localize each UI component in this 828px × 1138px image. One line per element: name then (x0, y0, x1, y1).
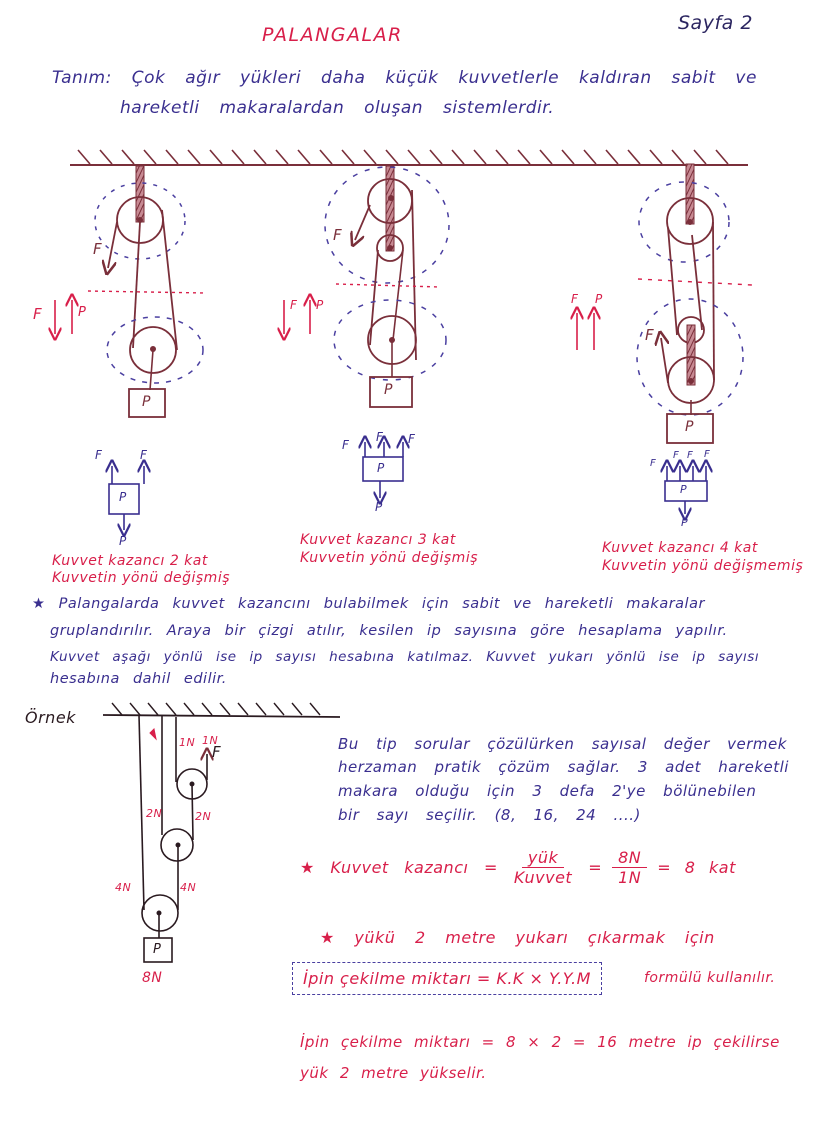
fbd-down-label: P (119, 534, 127, 548)
definition-line-2: hareketli makaralardan oluşan sistemlerd… (120, 98, 555, 118)
explanation-line-2: herzaman pratik çözüm sağlar. 3 adet har… (338, 758, 789, 776)
tension-label: 1N (179, 736, 196, 749)
fbd-force-label: F (650, 458, 657, 469)
side-force-label: F (290, 298, 298, 312)
lift-intro: ★ yükü 2 metre yukarı çıkarmak için (320, 928, 715, 947)
fbd-force-label: F (673, 450, 680, 461)
fraction-denominator: 1N (618, 868, 642, 887)
gain-result: = 8 kat (657, 858, 736, 877)
pulley-system-1 (55, 165, 206, 530)
pulley-system-2 (284, 165, 450, 498)
tension-label: 4N (180, 881, 197, 894)
page-number: Sayfa 2 (678, 12, 753, 34)
fraction-values: 8N 1N (612, 848, 648, 887)
fbd-down-label: P (681, 516, 689, 529)
example-load-value: 8N (142, 970, 163, 986)
force-label: F (93, 240, 103, 258)
fraction-load-over-force: yük Kuvvet (508, 848, 578, 887)
side-force-label: F (571, 292, 579, 306)
explanation-line-4: bir sayı seçilir. (8, 16, 24 ....) (338, 806, 641, 824)
tension-label: 2N (195, 810, 212, 823)
side-force-label: F (33, 305, 43, 323)
explanation-line-3: makara olduğu için 3 defa 2'ye bölünebil… (338, 782, 757, 800)
gain-formula-prefix: ★ Kuvvet kazancı = (300, 858, 498, 877)
fbd-force-label: F (687, 450, 694, 461)
result-line-2: yük 2 metre yükselir. (300, 1064, 487, 1082)
fraction-denominator: Kuvvet (513, 868, 573, 887)
fbd-force-label: F (408, 432, 416, 446)
gain-formula: ★ Kuvvet kazancı = yük Kuvvet = 8N 1N = … (300, 848, 736, 887)
rule-note-line-1: ★ Palangalarda kuvvet kazancını bulabilm… (32, 596, 705, 612)
boxed-formula-suffix: formülü kullanılır. (644, 970, 776, 986)
caption-line-1: Kuvvet kazancı 3 kat (300, 532, 456, 548)
example-load-label: P (153, 942, 162, 957)
rule-note-line-2: gruplandırılır. Araya bir çizgi atılır, … (50, 623, 728, 639)
caption-line-2: Kuvvetin yönü değişmiş (52, 570, 231, 586)
fbd-force-label: F (95, 448, 103, 462)
caption-line-2: Kuvvetin yönü değişmiş (300, 550, 479, 566)
fbd-force-label: F (376, 430, 384, 444)
fraction-numerator: 8N (612, 848, 648, 868)
tension-label: 4N (115, 881, 132, 894)
fbd-down-label: P (375, 500, 383, 514)
fbd-force-label: F (704, 449, 711, 460)
force-label: F (333, 226, 343, 244)
explanation-line-1: Bu tip sorular çözülürken sayısal değer … (338, 735, 787, 753)
example-pulley-system (102, 702, 341, 963)
force-label: F (645, 326, 655, 344)
boxed-formula: İpin çekilme miktarı = K.K × Y.Y.M (292, 962, 602, 995)
tension-label: 1N (202, 734, 219, 747)
rule-note-line-3: Kuvvet aşağı yönlü ise ip sayısı hesabın… (50, 649, 760, 665)
example-label: Örnek (25, 708, 76, 727)
fbd-box-label: P (119, 490, 127, 504)
caption-line-2: Kuvvetin yönü değişmemiş (602, 558, 804, 574)
fbd-box-label: P (377, 461, 385, 475)
side-load-label: P (316, 298, 324, 312)
pulley-system-3 (577, 163, 753, 514)
side-load-label: P (78, 305, 87, 320)
load-label: P (142, 394, 151, 410)
fbd-force-label: F (140, 448, 148, 462)
caption-line-1: Kuvvet kazancı 4 kat (602, 540, 758, 556)
tension-label: 2N (146, 807, 163, 820)
definition-line-1: Tanım: Çok ağır yükleri daha küçük kuvve… (52, 68, 757, 88)
caption-line-1: Kuvvet kazancı 2 kat (52, 553, 208, 569)
side-load-label: P (595, 292, 603, 306)
result-line-1: İpin çekilme miktarı = 8 × 2 = 16 metre … (300, 1033, 780, 1051)
fbd-box-label: P (680, 483, 688, 496)
fraction-numerator: yük (521, 848, 565, 868)
load-label: P (685, 419, 694, 435)
example-force-label: F (212, 743, 222, 761)
load-label: P (384, 382, 393, 398)
ceiling (70, 149, 748, 166)
page-title: PALANGALAR (262, 24, 403, 46)
equals-sign: = (588, 858, 603, 877)
rule-note-line-4: hesabına dahil edilir. (50, 671, 227, 687)
fbd-force-label: F (342, 438, 350, 452)
